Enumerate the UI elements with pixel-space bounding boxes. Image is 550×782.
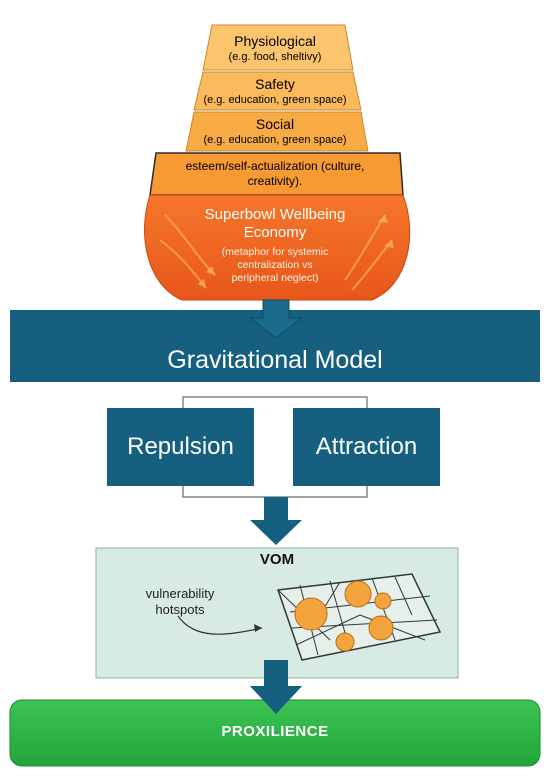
hotspot-annotation-arrow [177, 615, 263, 635]
arrow-down-to-vom [250, 497, 302, 545]
tier-social-subtitle: (e.g. education, green space) [203, 134, 347, 146]
tier-esteem-line1: esteem/self-actualization (culture, [185, 159, 365, 173]
vom-annotation-line2: hotspots [155, 602, 205, 617]
attraction-label: Attraction [315, 433, 418, 460]
vom-annotation-line1: vulnerability [145, 586, 215, 601]
superbowl-sub-line3: peripheral neglect) [231, 272, 319, 284]
tier-physiological-text: Physiological (e.g. food, sheltivy) [0, 33, 550, 64]
tier-physiological [202, 24, 354, 71]
bracket-top [182, 396, 368, 408]
tier-physiological-subtitle: (e.g. food, sheltivy) [228, 51, 322, 63]
tier-safety-text: Safety (e.g. education, green space) [0, 76, 550, 107]
bracket-bottom [182, 486, 368, 498]
tier-social [185, 111, 369, 152]
hotspot-4 [368, 615, 394, 641]
bowl-arrowheads [198, 215, 394, 288]
tier-social-title: Social [255, 116, 295, 132]
gravitational-model-label: Gravitational Model [167, 346, 383, 374]
repulsion-box [107, 408, 254, 486]
tier-social-text: Social (e.g. education, green space) [0, 116, 550, 147]
superbowl-sub-line1: (metaphor for systemic [221, 246, 329, 258]
tier-physiological-title: Physiological [234, 33, 316, 49]
superbowl-title-line1: Superbowl Wellbeing [204, 206, 346, 223]
tier-esteem-line2: creativity). [247, 174, 303, 188]
tier-safety-title: Safety [255, 76, 295, 92]
superbowl-bowl [144, 194, 411, 301]
proxilience-label: PROXILIENCE [221, 723, 329, 740]
superbowl-sub-line2: centralization vs [237, 259, 313, 271]
superbowl-title-line2: Economy [243, 224, 307, 241]
vom-title: VOM [259, 551, 295, 568]
hotspot-network-map [276, 573, 442, 661]
tier-safety-subtitle: (e.g. education, green space) [203, 94, 347, 106]
hotspot-2 [344, 580, 372, 608]
hotspot-1 [294, 597, 328, 631]
repulsion-label: Repulsion [127, 433, 234, 460]
tier-esteem-text: esteem/self-actualization (culture, crea… [0, 159, 550, 189]
tier-safety [193, 71, 362, 111]
vom-annotation: vulnerability hotspots [130, 586, 230, 618]
attraction-box [293, 408, 440, 486]
superbowl-text: Superbowl Wellbeing Economy (metaphor fo… [0, 206, 550, 285]
hotspot-5 [335, 632, 355, 652]
hotspot-3 [374, 592, 392, 610]
